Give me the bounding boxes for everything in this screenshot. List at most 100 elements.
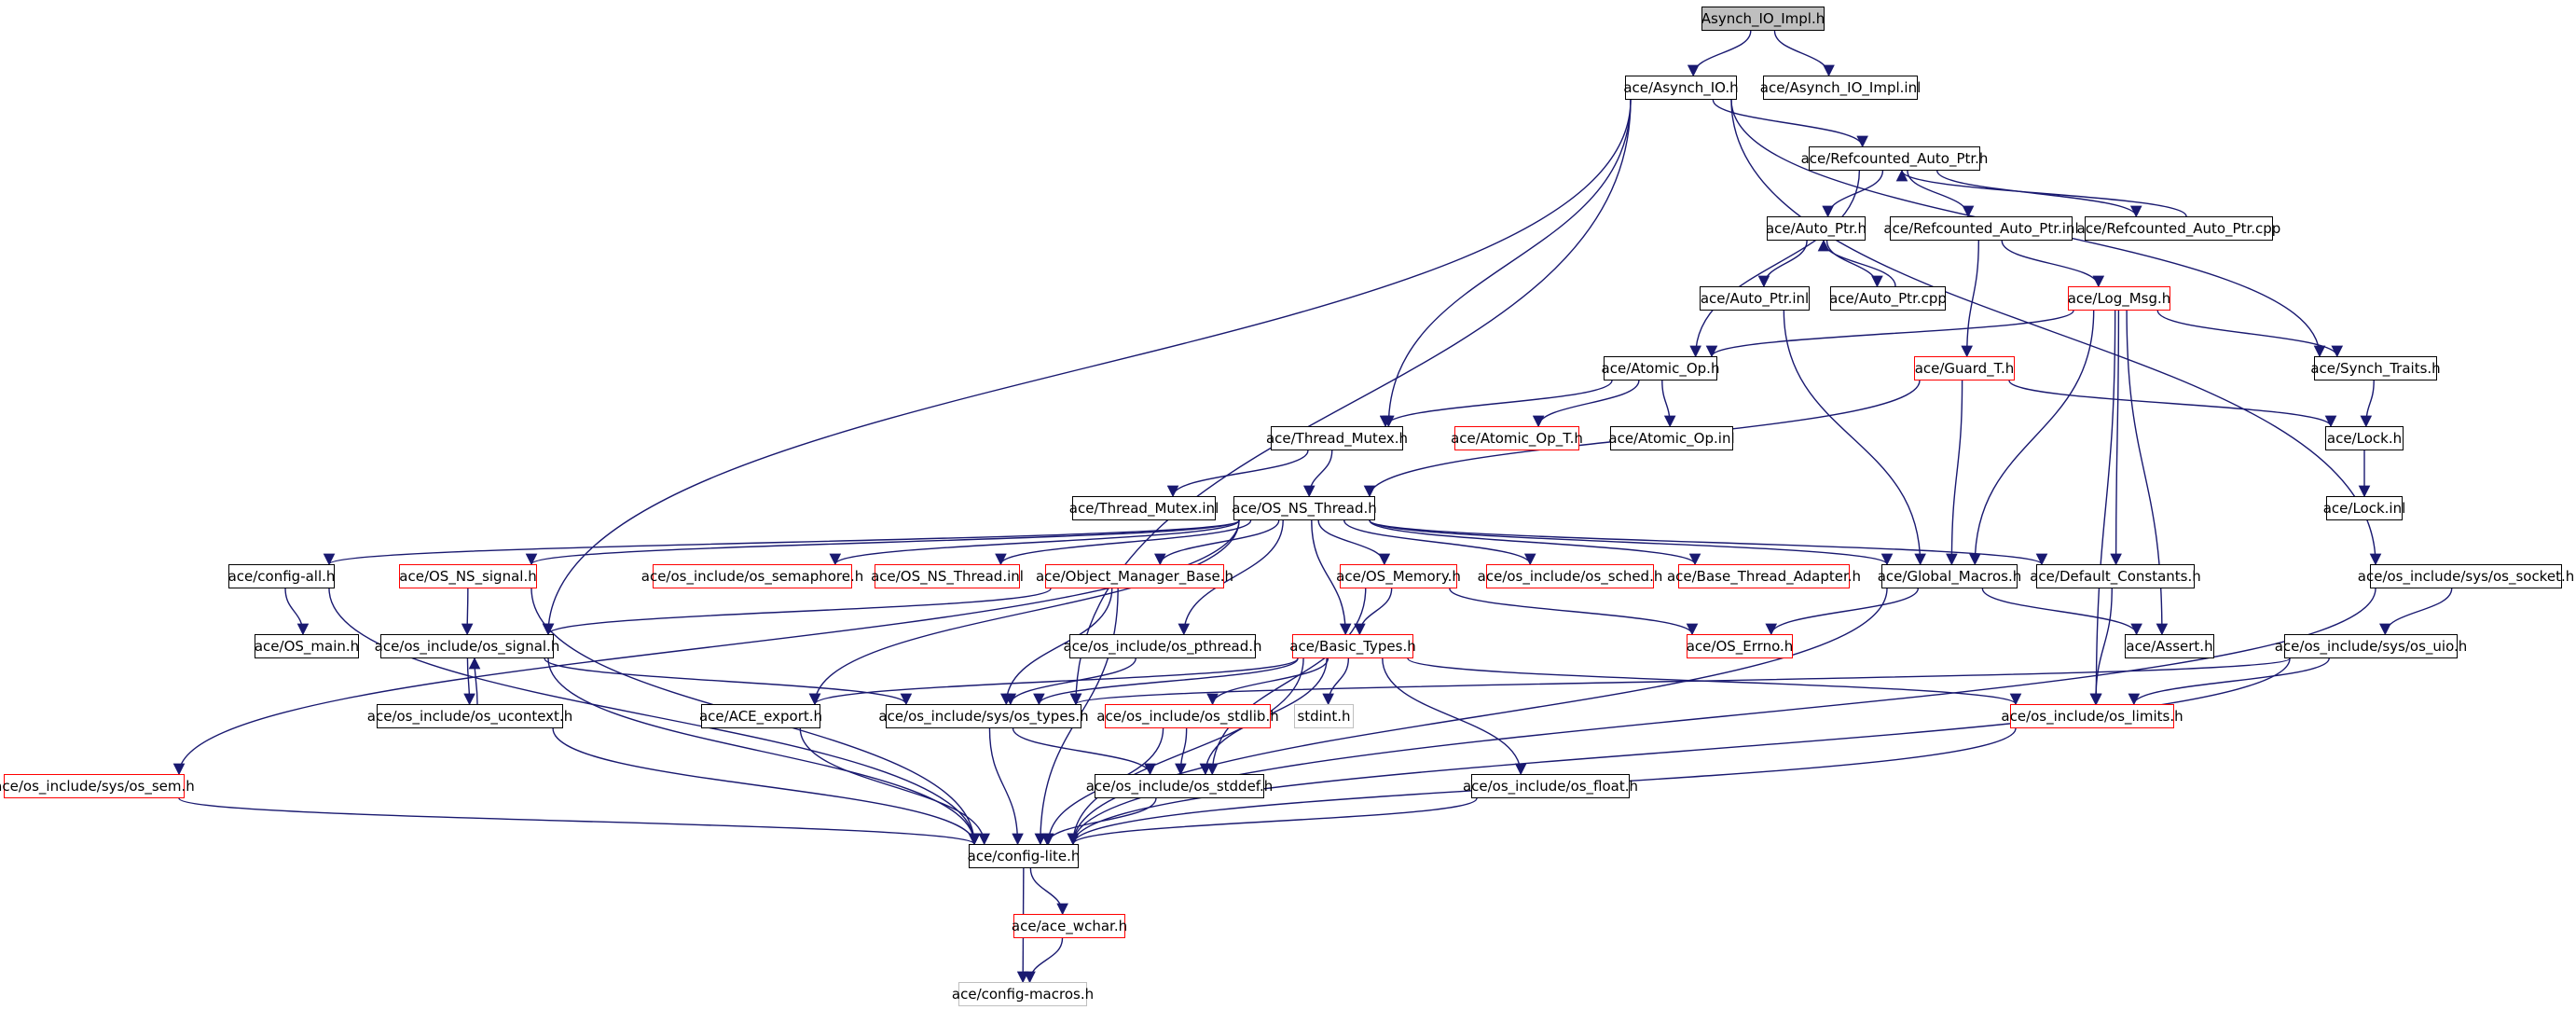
node-os-uio-h[interactable]: ace/os_include/sys/os_uio.h [2275,634,2467,658]
node-thread-mutex-h[interactable]: ace/Thread_Mutex.h [1266,426,1408,450]
edge-os-memory-to-basic-types [1354,588,1393,636]
edge-config-all-to-os-main [284,588,310,636]
node-os-pthread-h[interactable]: ace/os_include/os_pthread.h [1063,634,1262,658]
node-os-ns-thread-h[interactable]: ace/OS_NS_Thread.h [1232,496,1377,520]
edge-log-msg-to-default-constants [2110,310,2122,566]
node-auto-ptr-cpp[interactable]: ace/Auto_Ptr.cpp [1829,286,1947,311]
node-guard-t-h[interactable]: ace/Guard_T.h [1914,356,2015,380]
node-log-msg-h[interactable]: ace/Log_Msg.h [2068,286,2170,311]
node-os-signal-h[interactable]: ace/os_include/os_signal.h [375,634,559,658]
edge-asynch-io-to-refcounted-auto-ptr [1712,99,1868,148]
edge-refcounted-auto-ptr-to-atomic-op [1689,170,1861,358]
node-object-manager-base-h[interactable]: ace/Object_Manager_Base.h [1036,564,1233,588]
edge-os-types-to-os-stddef [1012,727,1156,776]
edge-atomic-op-to-thread-mutex [1379,380,1613,428]
edge-guard-t-to-lock [2008,380,2337,428]
edge-auto-ptr-to-auto-ptr-inl [1757,240,1808,288]
node-assert-h[interactable]: ace/Assert.h [2125,634,2214,658]
edge-thread-mutex-to-os-ns-thread [1302,450,1333,498]
edge-object-manager-base-to-os-signal [542,588,1052,636]
node-lock-inl[interactable]: ace/Lock.inl [2323,496,2405,520]
edge-log-msg-to-synch-traits [2156,310,2343,358]
edge-os-sem-to-config-lite [178,797,980,846]
node-basic-types-h[interactable]: ace/Basic_Types.h [1289,634,1416,658]
edge-os-ns-thread-to-os-pthread [1178,519,1284,636]
edge-global-macros-to-os-errno [1765,588,1919,636]
edge-basic-types-to-stdint [1322,657,1350,706]
edge-refcounted-auto-ptr-inl-to-log-msg [2001,240,2105,288]
edge-basic-types-to-ace-export [808,657,1299,706]
node-default-constants-h[interactable]: ace/Default_Constants.h [2030,564,2201,588]
node-os-limits-h[interactable]: ace/os_include/os_limits.h [2001,704,2183,728]
node-os-semaphore-h[interactable]: ace/os_include/os_semaphore.h [641,564,863,588]
node-base-thread-adapter-h[interactable]: ace/Base_Thread_Adapter.h [1667,564,1861,588]
node-os-ns-signal-h[interactable]: ace/OS_NS_signal.h [399,564,537,588]
edge-os-types-to-config-lite [988,727,1024,846]
node-os-float-h[interactable]: ace/os_include/os_float.h [1463,774,1638,798]
node-atomic-op-inl[interactable]: ace/Atomic_Op.inl [1608,426,1735,450]
node-asynch-io-h[interactable]: ace/Asynch_IO.h [1623,76,1739,100]
node-global-macros-h[interactable]: ace/Global_Macros.h [1878,564,2021,588]
edge-auto-ptr-inl-to-global-macros [1783,310,1926,566]
edge-os-signal-to-os-types [544,657,913,706]
node-os-stdlib-h[interactable]: ace/os_include/os_stdlib.h [1096,704,1279,728]
edge-os-uio-to-os-types [1070,657,2291,706]
node-thread-mutex-inl[interactable]: ace/Thread_Mutex.inl [1069,496,1219,520]
edge-os-stdlib-to-os-stddef [1175,727,1188,776]
node-os-ns-thread-inl[interactable]: ace/OS_NS_Thread.inl [871,564,1024,588]
edge-asynch-io-to-os-socket [1730,99,2382,566]
node-auto-ptr-h[interactable]: ace/Auto_Ptr.h [1766,216,1867,241]
edge-os-float-to-config-lite [1067,797,1478,846]
edge-asynch-io-to-thread-mutex [1383,99,1632,428]
node-os-main-h[interactable]: ace/OS_main.h [255,634,359,658]
edge-os-ns-thread-to-os-ns-thread-inl [995,519,1252,566]
edge-config-all-to-config-lite [328,588,981,846]
node-os-stddef-h[interactable]: ace/os_include/os_stddef.h [1086,774,1273,798]
edge-basic-types-to-os-stdlib [1206,657,1329,706]
edge-root-to-asynch-io [1687,30,1752,77]
edge-os-uio-to-os-limits [2128,657,2330,706]
node-os-ucontext-h[interactable]: ace/os_include/os_ucontext.h [367,704,572,728]
edge-os-ns-thread-to-global-macros [1369,519,1894,566]
edge-os-ns-thread-to-ace-export [808,519,1240,706]
edge-os-ns-thread-to-basic-types [1311,519,1352,636]
edge-ace-wchar-to-config-macros [1024,937,1064,984]
edge-guard-t-to-global-macros [1946,380,1963,566]
node-os-sem-h[interactable]: ace/os_include/sys/os_sem.h [0,774,195,798]
node-synch-traits-h[interactable]: ace/Synch_Traits.h [2310,356,2441,380]
node-os-types-h[interactable]: ace/os_include/sys/os_types.h [878,704,1089,728]
edge-refcounted-auto-ptr-inl-to-guard-t [1961,240,1979,358]
node-config-macros-h[interactable]: ace/config-macros.h [952,982,1094,1006]
edge-ace-export-to-config-lite [799,727,990,846]
node-ace-export-h[interactable]: ace/ACE_export.h [699,704,822,728]
edge-default-constants-to-os-limits [2089,588,2113,706]
edge-basic-types-to-config-lite [1067,657,1304,846]
node-os-errno-h[interactable]: ace/OS_Errno.h [1687,634,1793,658]
edge-config-lite-to-ace-wchar [1029,867,1068,916]
node-refcounted-auto-ptr-h[interactable]: ace/Refcounted_Auto_Ptr.h [1801,146,1988,171]
edge-os-socket-to-os-uio [2379,588,2453,636]
edge-os-signal-to-config-lite [547,657,981,846]
node-os-socket-h[interactable]: ace/os_include/sys/os_socket.h [2358,564,2574,588]
node-refcounted-auto-ptr-inl[interactable]: ace/Refcounted_Auto_Ptr.inl [1883,216,2079,241]
node-lock-h[interactable]: ace/Lock.h [2325,426,2404,450]
edge-synch-traits-to-lock [2360,380,2375,428]
node-stdint-h[interactable]: stdint.h [1294,704,1354,728]
node-refcounted-auto-ptr-cpp[interactable]: ace/Refcounted_Auto_Ptr.cpp [2077,216,2280,241]
node-atomic-op-t-h[interactable]: ace/Atomic_Op_T.h [1451,426,1583,450]
edge-os-ns-thread-to-base-thread-adapter [1369,519,1701,566]
edge-basic-types-to-os-types [1033,657,1299,706]
node-asynch-io-impl-h: Asynch_IO_Impl.h [1701,7,1825,31]
node-config-lite-h[interactable]: ace/config-lite.h [968,844,1080,868]
edge-os-memory-to-os-stddef [1205,588,1367,776]
node-auto-ptr-inl[interactable]: ace/Auto_Ptr.inl [1700,286,1810,311]
edge-auto-ptr-cpp-to-auto-ptr [1817,239,1896,287]
edge-atomic-op-to-atomic-op-t [1532,380,1640,428]
edge-os-ns-thread-to-config-all [324,519,1240,566]
node-os-sched-h[interactable]: ace/os_include/os_sched.h [1478,564,1662,588]
node-config-all-h[interactable]: ace/config-all.h [228,564,335,588]
node-asynch-io-impl-inl[interactable]: ace/Asynch_IO_Impl.inl [1760,76,1921,100]
node-ace-wchar-h[interactable]: ace/ace_wchar.h [1012,914,1127,938]
node-os-memory-h[interactable]: ace/OS_Memory.h [1336,564,1461,588]
node-atomic-op-h[interactable]: ace/Atomic_Op.h [1602,356,1719,380]
